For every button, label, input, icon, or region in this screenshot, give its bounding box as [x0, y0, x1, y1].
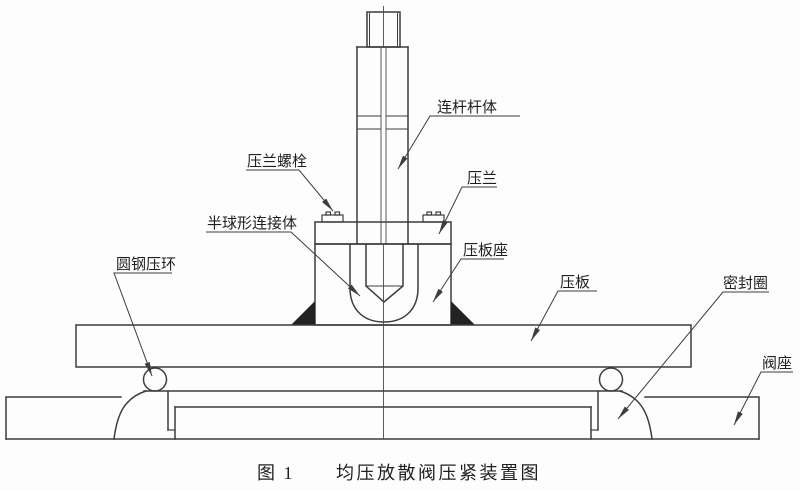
center-line — [380, 6, 387, 439]
part-labels: 连杆杆体 压兰螺栓 压兰 半球形连接体 压板座 圆钢压环 压板 密封圈 阀座 — [116, 99, 792, 372]
weld-mark-right — [451, 301, 475, 325]
caption-number: 图 1 — [257, 463, 295, 483]
leader-pressure-plate — [530, 290, 597, 342]
label-gland: 压兰 — [467, 170, 497, 187]
leader-plate-seat — [432, 258, 504, 303]
hemisphere-cavity — [349, 243, 419, 323]
left-bolt-tab — [325, 211, 332, 216]
label-plate-seat: 压板座 — [463, 241, 508, 259]
seal-hump-right-curve — [619, 390, 653, 440]
left-bolt-tab — [334, 211, 341, 216]
label-gland-bolt: 压兰螺栓 — [247, 153, 307, 170]
leader-gland — [438, 186, 497, 235]
label-valve-seat: 阀座 — [762, 355, 792, 372]
leader-seal-ring — [617, 291, 769, 420]
label-pressure-plate: 压板 — [560, 273, 590, 291]
plate-seat-shape — [291, 243, 475, 326]
weld-mark-left — [291, 301, 315, 325]
label-seal-ring: 密封圈 — [723, 275, 768, 292]
seal-hump-left-curve — [113, 390, 147, 440]
left-bolt-head — [321, 214, 344, 223]
leader-valve-seat — [733, 371, 793, 426]
right-bolt-tab — [426, 211, 433, 216]
hemispherical-connector-shape — [365, 243, 404, 303]
gland-bolts — [321, 211, 445, 223]
caption-title: 均压放散阀压紧装置图 — [336, 463, 541, 483]
leader-rod-body — [397, 115, 520, 170]
label-rod-body: 连杆杆体 — [437, 99, 497, 116]
leader-hemispherical-connector — [206, 231, 361, 297]
label-round-steel-ring: 圆钢压环 — [116, 256, 176, 273]
leader-round-steel-ring — [113, 272, 172, 377]
leader-gland-bolt — [246, 169, 334, 212]
valve-seat-shape — [5, 390, 760, 440]
figure-caption: 图 1 均压放散阀压紧装置图 — [257, 463, 541, 483]
label-hemispherical-connector: 半球形连接体 — [207, 215, 297, 232]
right-bolt-tab — [435, 211, 442, 216]
valve-seat-right-block — [644, 396, 760, 440]
valve-seat-left-block — [5, 396, 122, 440]
right-bolt-head — [422, 214, 445, 223]
